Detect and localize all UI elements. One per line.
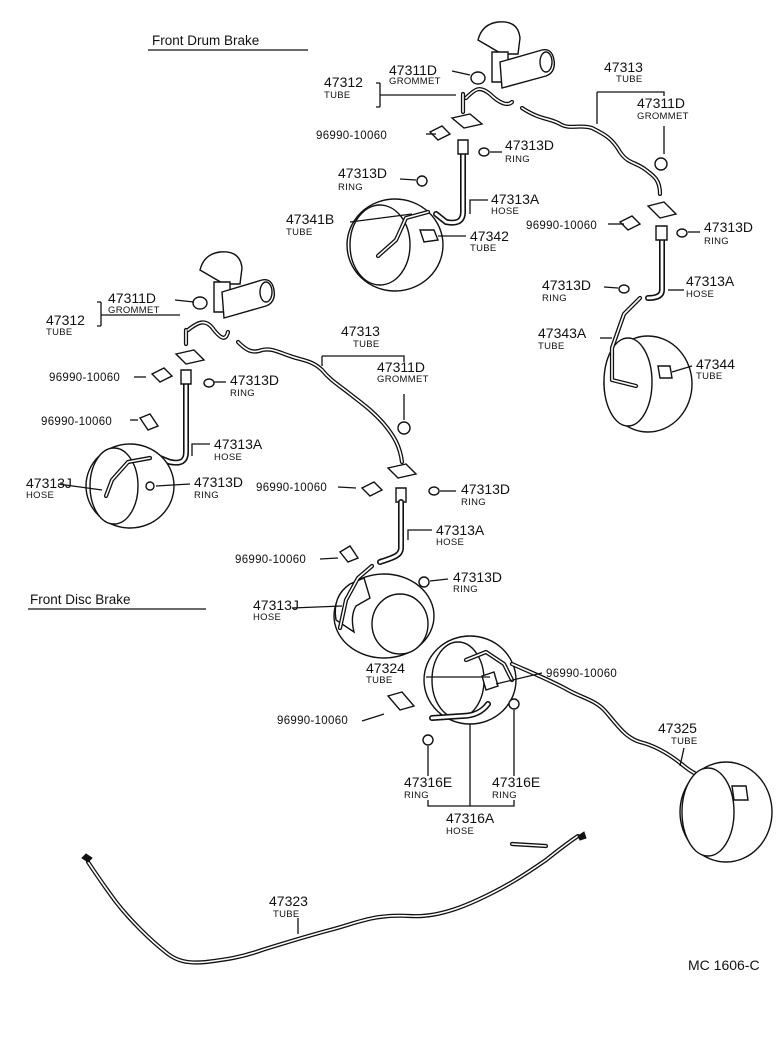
disc-brake-assembly [81, 463, 773, 965]
callout-part: 47312 [46, 312, 85, 328]
callout-desc: RING [230, 388, 255, 399]
callout-desc: HOSE [686, 289, 714, 300]
callout-desc: RING [461, 497, 486, 508]
callout-part: 47316A [446, 810, 495, 826]
callout-desc: RING [492, 790, 517, 801]
callout-desc: GROMMET [108, 305, 160, 316]
callout-part: 96990-10060 [277, 715, 348, 727]
callout-desc: HOSE [253, 612, 281, 623]
callout-part: 47313D [338, 165, 387, 181]
callout-part: 47344 [696, 356, 735, 372]
callout-part: 47313D [461, 481, 510, 497]
callout-part: 47316E [492, 774, 540, 790]
section-title-disc: Front Disc Brake [30, 592, 131, 607]
leader-lines [57, 70, 700, 934]
callout-desc: HOSE [214, 452, 242, 463]
callout-part: 47341B [286, 211, 334, 227]
callout-part: 47313D [230, 372, 279, 388]
callout-part: 96990-10060 [49, 372, 120, 384]
callout-desc: RING [704, 236, 729, 247]
callout-desc: RING [338, 182, 363, 193]
callout-desc: TUBE [671, 736, 698, 747]
callout-part: 47313A [686, 273, 735, 289]
callout-part: 47313 [341, 323, 380, 339]
callout-part: 96990-10060 [235, 554, 306, 566]
callout-part: 47313 [604, 59, 643, 75]
callout-part: 47313D [194, 474, 243, 490]
callout-desc: RING [453, 584, 478, 595]
callout-part: 47313D [505, 137, 554, 153]
callout-desc: TUBE [46, 327, 73, 338]
callout-desc: RING [404, 790, 429, 801]
callout-part: 47323 [269, 893, 308, 909]
callout-desc: TUBE [616, 74, 643, 85]
callout-desc: TUBE [366, 675, 393, 686]
callout-desc: HOSE [26, 490, 54, 501]
callout-part: 47313D [453, 569, 502, 585]
callout-part: 47313A [491, 191, 540, 207]
callout-part: 47313A [436, 522, 485, 538]
callout-part: 47312 [324, 74, 363, 90]
callout-desc: TUBE [470, 243, 497, 254]
callout-part: 96990-10060 [41, 416, 112, 428]
callout-desc: GROMMET [377, 374, 429, 385]
callout-part: 47325 [658, 720, 697, 736]
callout-desc: RING [194, 490, 219, 501]
callout-desc: RING [505, 154, 530, 165]
callout-desc: RING [542, 293, 567, 304]
callout-part: 47313J [253, 597, 299, 613]
callout-desc: TUBE [286, 227, 313, 238]
callout-desc: TUBE [353, 339, 380, 350]
callout-part: 47324 [366, 660, 405, 676]
callout-part: 47342 [470, 228, 509, 244]
callout-part: 47311D [389, 62, 437, 78]
diagram-code: MC 1606-C [688, 957, 760, 973]
callout-desc: GROMMET [637, 111, 689, 122]
left-drum-assembly [85, 251, 411, 529]
callout-desc: HOSE [446, 826, 474, 837]
callout-part: 47311D [377, 359, 425, 375]
callout-part: 47316E [404, 774, 452, 790]
callout-part: 47343A [538, 325, 587, 341]
callout-desc: HOSE [436, 537, 464, 548]
callout-desc: TUBE [324, 90, 351, 101]
upper-right-drum-assembly [346, 21, 693, 433]
callout-part: 96990-10060 [256, 482, 327, 494]
callout-part: 96990-10060 [546, 668, 617, 680]
section-title-drum: Front Drum Brake [152, 33, 259, 48]
callout-desc: TUBE [273, 909, 300, 920]
callout-part: 96990-10060 [316, 130, 387, 142]
callout-part: 47311D [637, 95, 685, 111]
callout-part: 47313D [542, 277, 591, 293]
callout-part: 47313J [26, 475, 72, 491]
callout-desc: HOSE [491, 206, 519, 217]
callout-part: 47311D [108, 290, 156, 306]
callout-desc: GROMMET [389, 76, 441, 87]
callout-part: 47313A [214, 436, 263, 452]
callout-part: 96990-10060 [526, 220, 597, 232]
callout-part: 47313D [704, 219, 753, 235]
callout-labels: 47311D GROMMET 47312 TUBE 47313 TUBE 473… [26, 59, 753, 920]
callout-desc: TUBE [538, 341, 565, 352]
callout-desc: TUBE [696, 371, 723, 382]
